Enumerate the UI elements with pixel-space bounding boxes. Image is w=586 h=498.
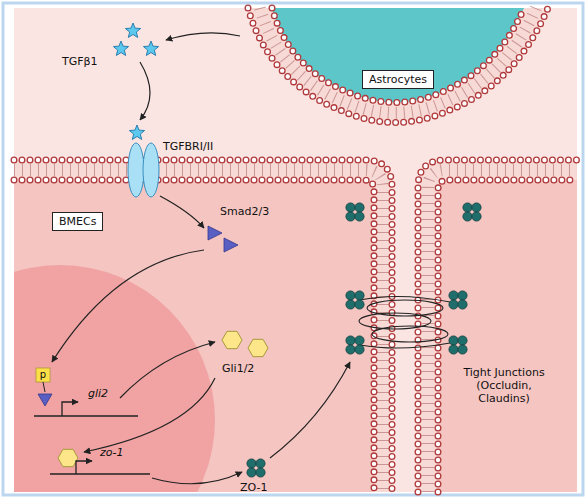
phospho-mark: p (36, 368, 50, 382)
cell-type-box: Astrocytes (362, 70, 434, 89)
protein-label: ZO-1 (240, 481, 267, 494)
molecule-label: Gli1/2 (222, 362, 254, 375)
junction-label: Tight Junctions (Occludin, Claudins) (458, 366, 550, 405)
cell-type-box: BMECs (52, 212, 103, 231)
molecule-label: Smad2/3 (220, 205, 269, 218)
box-label: BMECs (59, 215, 96, 228)
box-label: Astrocytes (369, 73, 427, 86)
gene-label: zo-1 (100, 446, 123, 459)
receptor-label: TGFBRI/II (163, 140, 213, 153)
molecule-label: TGFβ1 (62, 55, 98, 68)
gene-label: gli2 (88, 387, 108, 400)
